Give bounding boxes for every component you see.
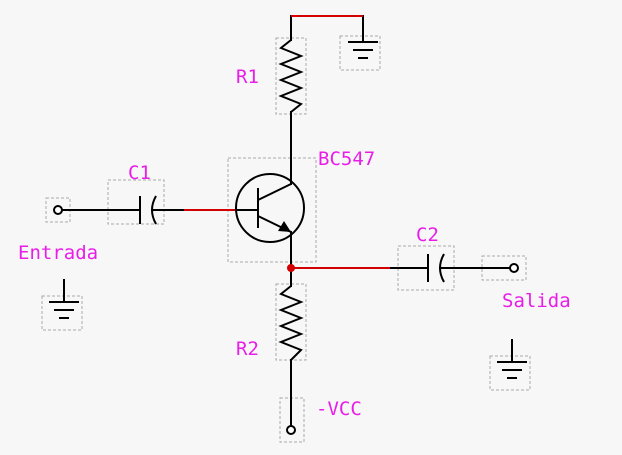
c2-plate-right[interactable]: [439, 253, 445, 283]
transistor-label: BC547: [318, 148, 376, 170]
supply-label: -VCC: [316, 398, 362, 420]
c1-selection-box: [107, 179, 165, 225]
transistor-body[interactable]: [235, 173, 305, 243]
transistor-collector-lead: [257, 183, 292, 201]
ground-right-selection-box: [489, 355, 531, 391]
supply-terminal[interactable]: [286, 425, 296, 435]
resistor-r2[interactable]: [278, 285, 304, 361]
input-label: Entrada: [18, 242, 99, 264]
ground-left-selection-box: [41, 295, 83, 331]
transistor-emitter-arrow: [278, 221, 291, 232]
c1-plate-right[interactable]: [151, 195, 157, 225]
c2-label: C2: [416, 224, 439, 246]
input-terminal[interactable]: [53, 205, 63, 215]
junction-node[interactable]: [287, 264, 295, 272]
r1-label: R1: [236, 66, 259, 88]
output-terminal-selection-box: [481, 255, 527, 281]
ground-top-selection-box: [339, 35, 381, 71]
r2-label: R2: [236, 338, 259, 360]
output-terminal[interactable]: [509, 263, 519, 273]
output-label: Salida: [502, 290, 571, 312]
c1-label: C1: [128, 162, 151, 184]
resistor-r1[interactable]: [278, 39, 304, 113]
